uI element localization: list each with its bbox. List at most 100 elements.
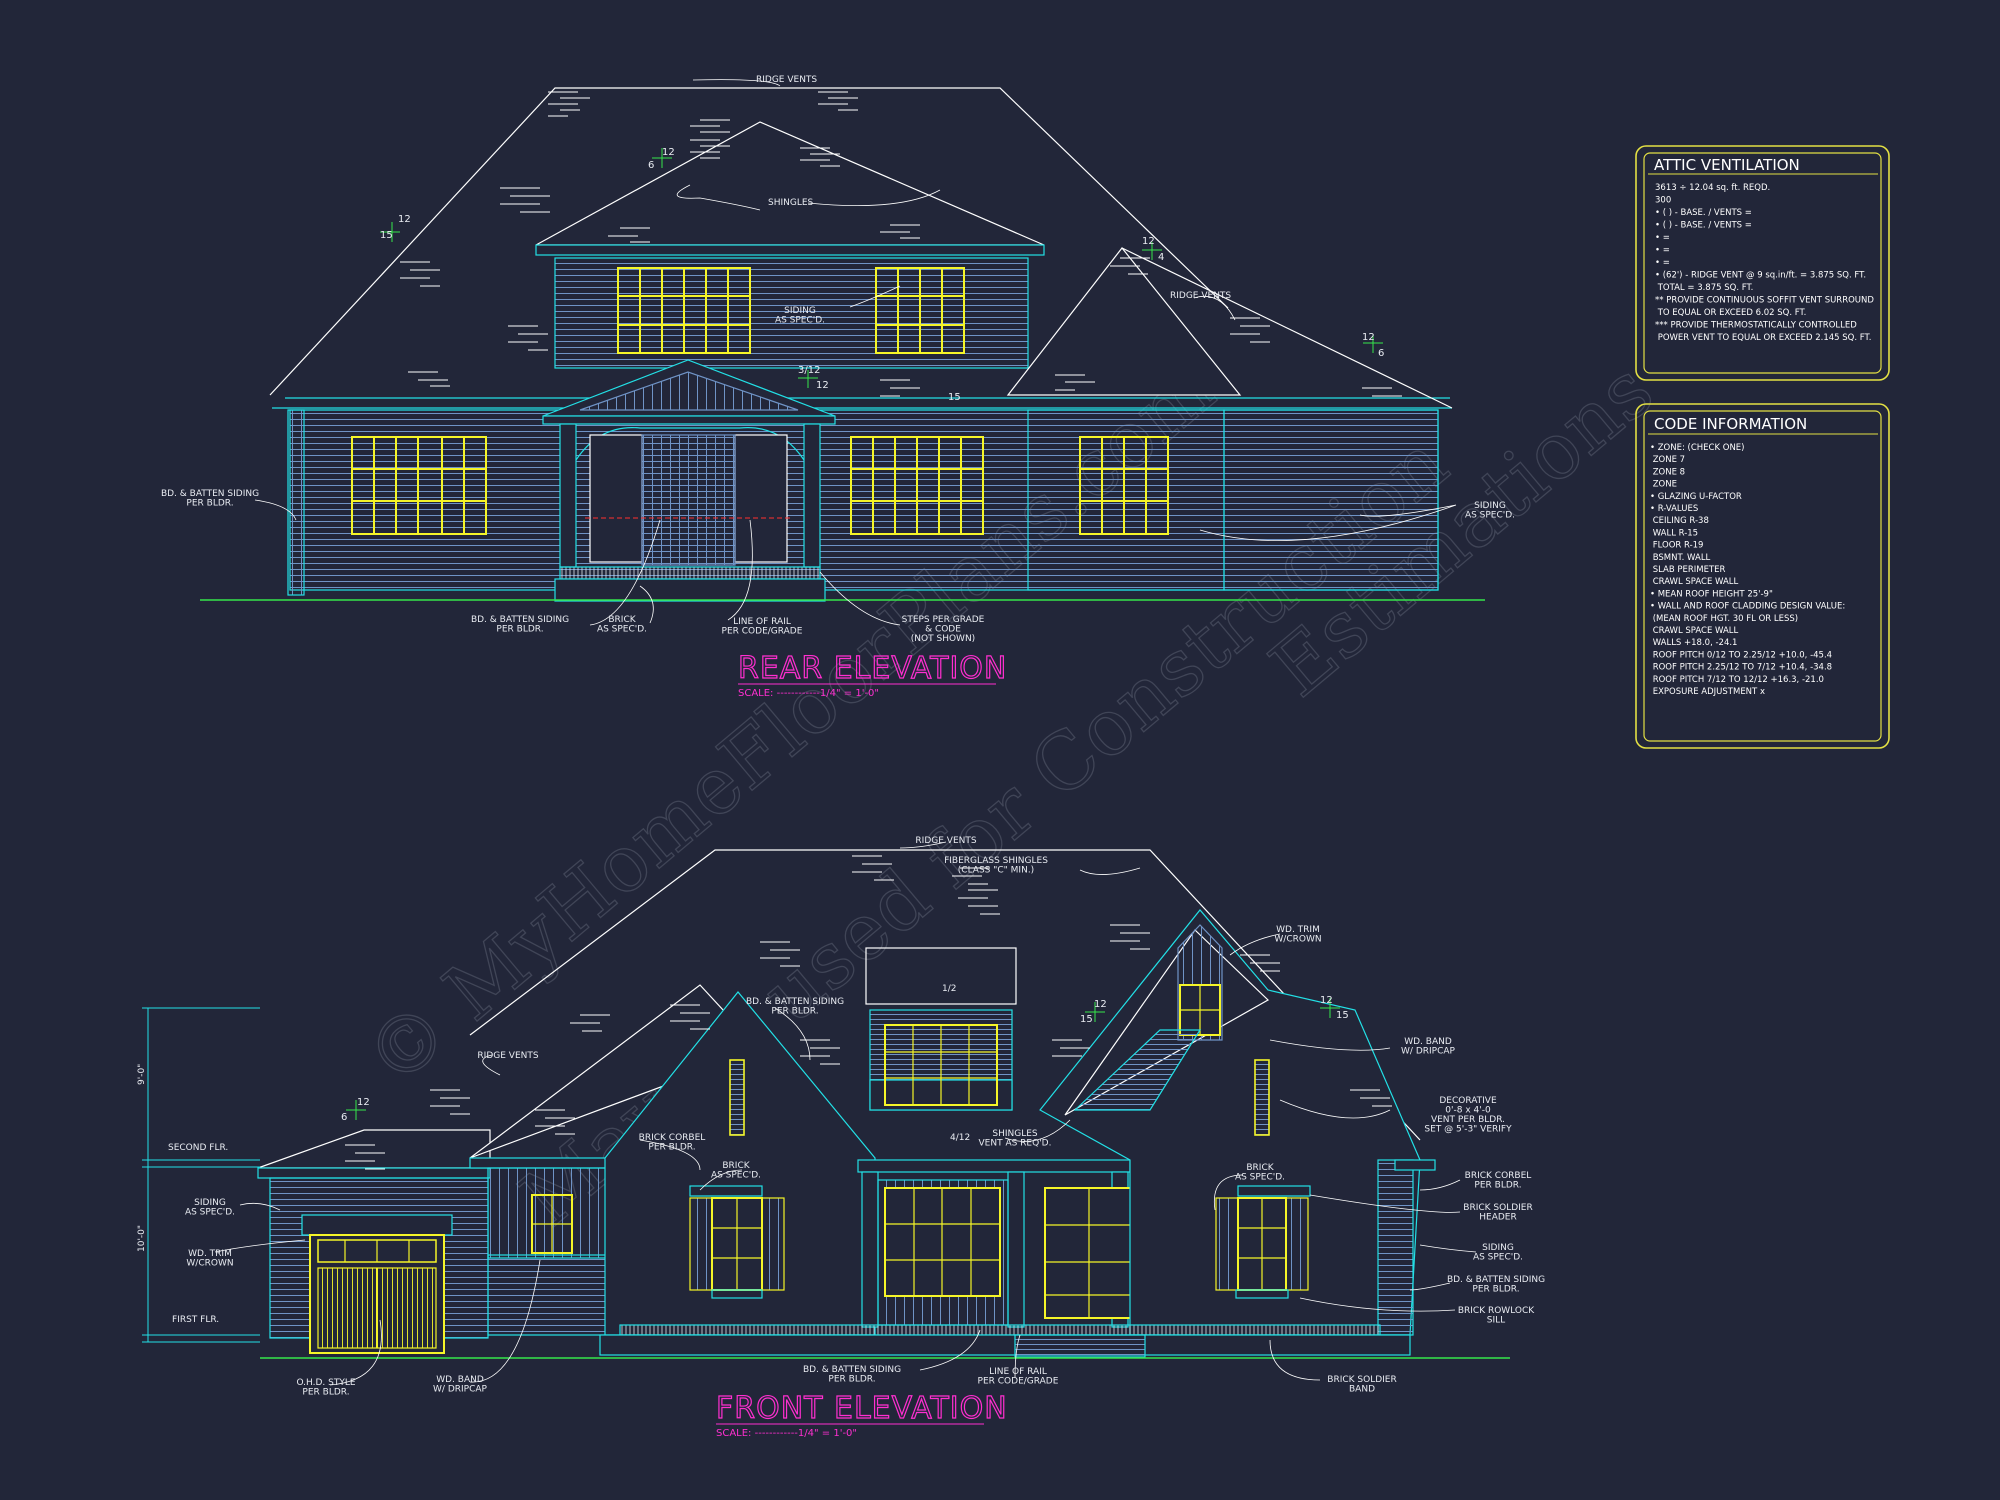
- note-line: W/ DRIPCAP: [1401, 1046, 1455, 1056]
- front-note-dim-10: 10'-0": [137, 1225, 147, 1252]
- rear-pitch-symbols: [380, 148, 1383, 388]
- rear-note-ridge-vents-top: RIDGE VENTS: [756, 75, 817, 85]
- note-line: LINE OF RAIL: [989, 1367, 1047, 1377]
- panel-line: • (62') - RIDGE VENT @ 9 sq.in/ft. = 3.8…: [1655, 271, 1866, 281]
- rear-pitch-10: 12: [1362, 332, 1375, 343]
- note-line: 9'-0": [137, 1064, 147, 1085]
- rear-pitch-9: 15: [948, 392, 961, 403]
- note-line: 1/2: [942, 984, 956, 994]
- front-notes: RIDGE VENTS FIBERGLASS SHINGLES(CLASS "C…: [137, 836, 1545, 1397]
- rear-pitch-8: 12: [816, 380, 829, 391]
- note-line: PER BLDR.: [186, 498, 233, 508]
- rear-pitch-2: 6: [648, 160, 654, 171]
- note-line: FIBERGLASS SHINGLES: [944, 856, 1048, 866]
- code-information-title: CODE INFORMATION: [1654, 415, 1807, 433]
- panel-line: FLOOR R-19: [1650, 541, 1703, 551]
- note-line: BAND: [1349, 1384, 1375, 1394]
- note-line: PER BLDR.: [1474, 1180, 1521, 1190]
- rear-pitch-3: 12: [398, 214, 411, 225]
- note-line: PER BLDR.: [828, 1374, 875, 1384]
- note-line: AS SPEC'D.: [1465, 510, 1515, 520]
- front-pitch-4: 15: [1080, 1014, 1093, 1025]
- front-porch-railing: [619, 1324, 1381, 1336]
- note-line: LINE OF RAIL: [733, 617, 791, 627]
- note-line: PER BLDR.: [302, 1387, 349, 1397]
- front-note-dim-9: 9'-0": [137, 1064, 147, 1085]
- panel-line: • MEAN ROOF HEIGHT 25'-9": [1650, 589, 1773, 599]
- note-line: FIRST FLR.: [172, 1315, 219, 1325]
- note-line: BD. & BATTEN SIDING: [471, 615, 569, 625]
- note-line: SILL: [1487, 1315, 1505, 1325]
- note-line: DECORATIVE: [1439, 1096, 1497, 1106]
- note-line: BRICK SOLDIER: [1463, 1203, 1532, 1213]
- note-line: SIDING: [784, 306, 816, 316]
- panel-line: ZONE 8: [1650, 467, 1685, 477]
- panel-line: • =: [1655, 246, 1670, 256]
- panel-line: WALLS +18.0, -24.1: [1650, 638, 1737, 648]
- panel-line: *** PROVIDE THERMOSTATICALLY CONTROLLED: [1655, 321, 1857, 331]
- rear-pitch-4: 15: [380, 230, 393, 241]
- note-line: 0'-8 x 4'-0: [1445, 1105, 1491, 1115]
- front-pitch-5: 12: [1320, 995, 1333, 1006]
- front-elevation-scale: SCALE: ------------1/4" = 1'-0": [716, 1428, 857, 1439]
- note-line: VENT PER BLDR.: [1431, 1115, 1505, 1125]
- rear-pitch-1: 12: [662, 147, 675, 158]
- note-line: & CODE: [925, 624, 961, 634]
- front-pitch-1: 12: [357, 1097, 370, 1108]
- front-dormer-roof: [865, 947, 1017, 1005]
- note-line: W/CROWN: [1274, 934, 1321, 944]
- panel-line: EXPOSURE ADJUSTMENT x: [1650, 687, 1765, 697]
- note-line: SET @ 5'-3" VERIFY: [1424, 1124, 1512, 1134]
- panel-line: • ZONE: (CHECK ONE): [1650, 443, 1744, 453]
- note-line: AS SPEC'D.: [597, 624, 647, 634]
- panel-line: BSMNT. WALL: [1650, 553, 1711, 563]
- note-line: O.H.D. STYLE: [296, 1378, 355, 1388]
- rear-pitch-6: 4: [1158, 252, 1164, 263]
- note-line: SHINGLES: [768, 198, 814, 208]
- note-line: SIDING: [194, 1198, 226, 1208]
- note-line: WD. TRIM: [188, 1249, 232, 1259]
- note-line: STEPS PER GRADE: [902, 615, 985, 625]
- panel-line: ZONE: [1650, 480, 1677, 490]
- front-pitch-3: 12: [1094, 999, 1107, 1010]
- panel-line: ROOF PITCH 0/12 TO 2.25/12 +10.0, -45.4: [1650, 650, 1832, 660]
- rear-right-gable: [1006, 247, 1242, 396]
- panel-line: ROOF PITCH 2.25/12 TO 7/12 +10.4, -34.8: [1650, 663, 1832, 673]
- note-line: BD. & BATTEN SIDING: [161, 489, 259, 499]
- attic-ventilation-title: ATTIC VENTILATION: [1654, 156, 1800, 174]
- note-line: BD. & BATTEN SIDING: [746, 997, 844, 1007]
- note-line: 10'-0": [137, 1225, 147, 1252]
- note-line: BD. & BATTEN SIDING: [803, 1365, 901, 1375]
- panel-line: 3613 ÷ 12.04 sq. ft. REQD.: [1655, 183, 1770, 193]
- note-line: PER BLDR.: [648, 1142, 695, 1152]
- front-note-fiberglass: FIBERGLASS SHINGLES(CLASS "C" MIN.): [944, 856, 1048, 875]
- rear-note-steps: STEPS PER GRADE& CODE(NOT SHOWN): [902, 615, 985, 644]
- note-line: AS SPEC'D.: [1473, 1252, 1523, 1262]
- note-line: AS SPEC'D.: [711, 1170, 761, 1180]
- note-line: (CLASS "C" MIN.): [958, 865, 1034, 875]
- front-shingle-marks: [345, 855, 1392, 1170]
- note-line: HEADER: [1479, 1212, 1516, 1222]
- rear-pitch-11: 6: [1378, 348, 1384, 359]
- panel-line: (MEAN ROOF HGT. 30 FL OR LESS): [1650, 614, 1798, 624]
- note-line: W/CROWN: [186, 1258, 233, 1268]
- front-elevation-title: FRONT ELEVATION: [716, 1391, 1008, 1426]
- note-line: PER CODE/GRADE: [978, 1376, 1059, 1386]
